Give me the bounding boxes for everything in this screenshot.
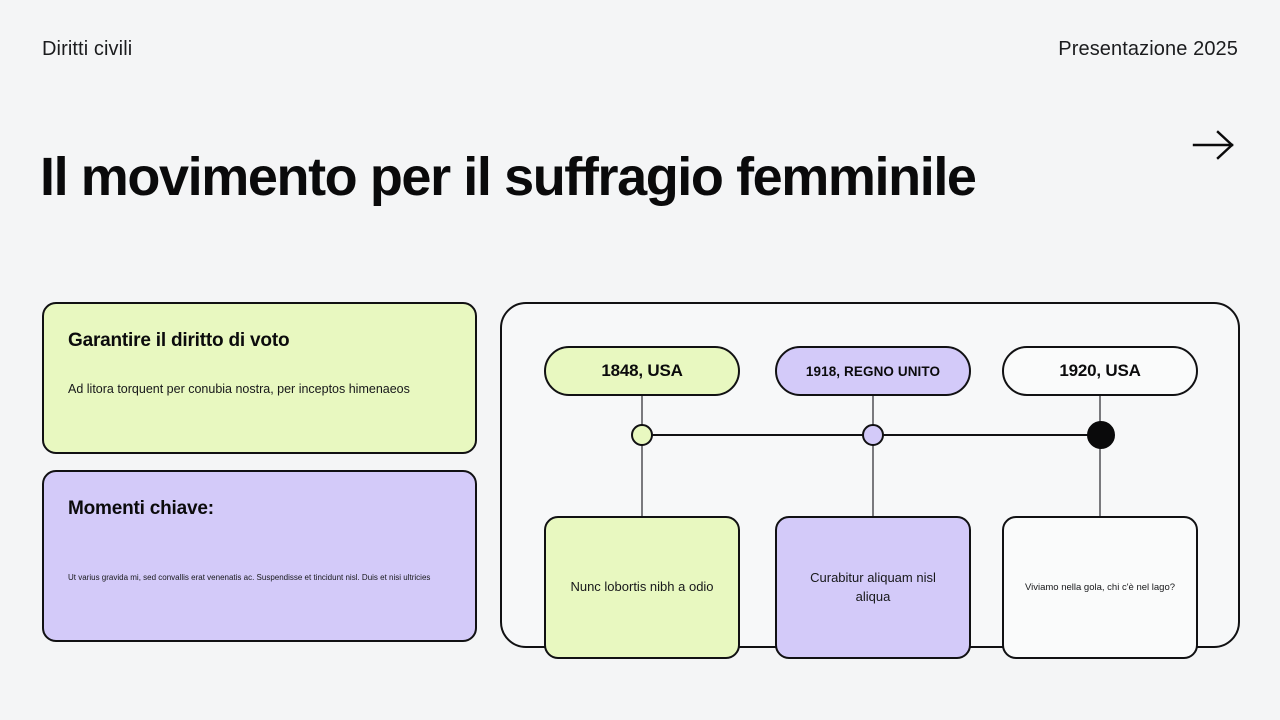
timeline-pill-label[interactable]: 1920, USA: [1002, 346, 1198, 396]
timeline-connector-up: [641, 396, 643, 434]
info-card-heading: Garantire il diritto di voto: [68, 330, 290, 351]
timeline-card-description: Nunc lobortis nibh a odio: [544, 516, 740, 659]
info-card-key-moments: Momenti chiave: Ut varius gravida mi, se…: [42, 470, 477, 642]
timeline-dot-1918[interactable]: [862, 424, 884, 446]
timeline-item-1920: 1920, USA Viviamo nella gola, chi c'è ne…: [1002, 346, 1198, 659]
timeline-panel: 1848, USA Nunc lobortis nibh a odio 1918…: [500, 302, 1240, 659]
header-topic-label: Diritti civili: [42, 38, 133, 60]
timeline-pill-label[interactable]: 1918, REGNO UNITO: [775, 346, 971, 396]
timeline-item-1848: 1848, USA Nunc lobortis nibh a odio: [544, 346, 740, 659]
timeline-card-description: Viviamo nella gola, chi c'è nel lago?: [1002, 516, 1198, 659]
info-card-right-to-vote: Garantire il diritto di voto Ad litora t…: [42, 302, 477, 454]
timeline-dot-1848[interactable]: [631, 424, 653, 446]
info-card-body: Ut varius gravida mi, sed convallis erat…: [68, 573, 431, 582]
page-title: Il movimento per il suffragio femminile: [40, 147, 977, 207]
header-presentation-label: Presentazione 2025: [1058, 38, 1238, 60]
timeline-connector-up: [872, 396, 874, 434]
timeline-connector-down: [1099, 434, 1101, 518]
info-card-heading: Momenti chiave:: [68, 498, 214, 519]
timeline-pill-label[interactable]: 1848, USA: [544, 346, 740, 396]
timeline-inner: 1848, USA Nunc lobortis nibh a odio 1918…: [502, 304, 1238, 659]
timeline-connector-up: [1099, 396, 1101, 434]
left-card-column: Garantire il diritto di voto Ad litora t…: [42, 302, 477, 642]
slide-header: Diritti civili Presentazione 2025: [42, 38, 1238, 61]
timeline-dot-1920[interactable]: [1087, 421, 1115, 449]
arrow-right-icon[interactable]: [1190, 126, 1238, 164]
timeline-card-description: Curabitur aliquam nisl aliqua: [775, 516, 971, 659]
info-card-body: Ad litora torquent per conubia nostra, p…: [68, 382, 410, 396]
timeline-item-1918: 1918, REGNO UNITO Curabitur aliquam nisl…: [775, 346, 971, 659]
timeline-connector-down: [641, 434, 643, 518]
timeline-connector-down: [872, 434, 874, 518]
